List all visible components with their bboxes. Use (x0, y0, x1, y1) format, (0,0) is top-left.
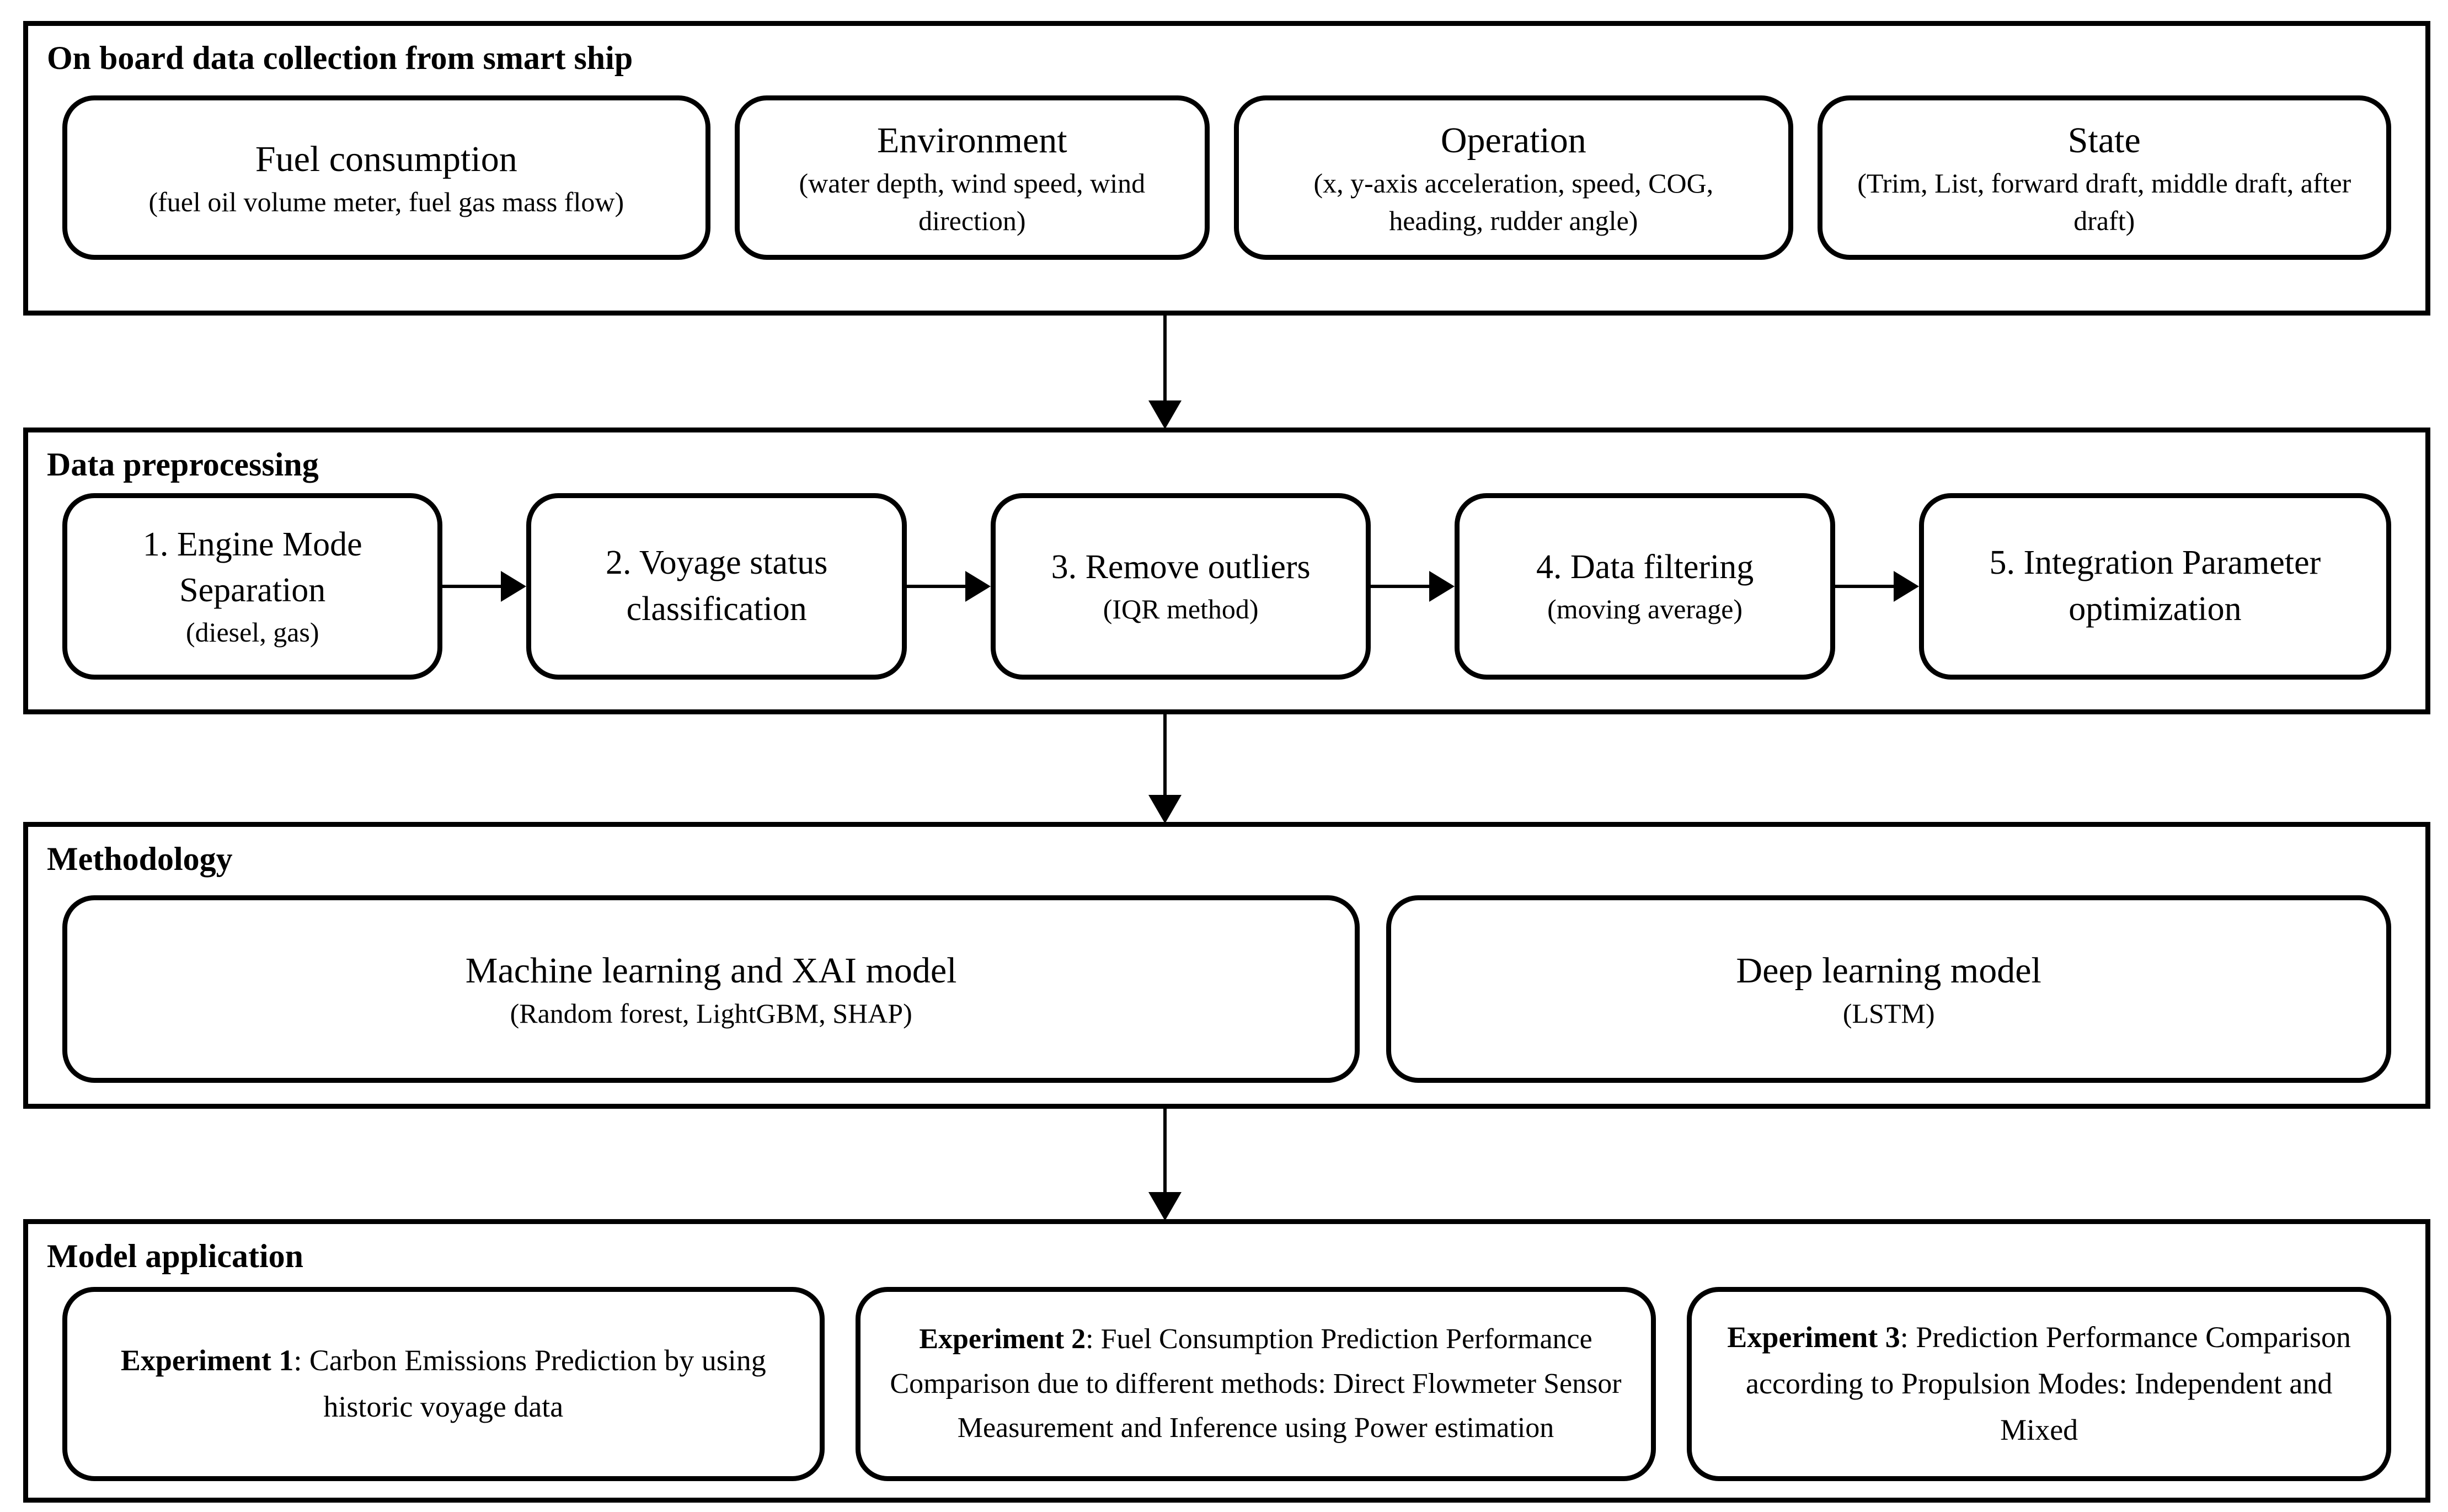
box-fuel-consumption: Fuel consumption (fuel oil volume meter,… (62, 95, 710, 260)
arrow-line (906, 585, 965, 588)
experiment-label: Experiment 2 (919, 1323, 1086, 1355)
section-title: On board data collection from smart ship (47, 40, 633, 76)
arrow-line (1835, 585, 1894, 588)
down-arrow-icon (1147, 314, 1183, 429)
box-title: 2. Voyage status classification (605, 544, 828, 628)
arrow-head (1148, 795, 1182, 824)
section-methodology: Methodology Machine learning and XAI mod… (23, 822, 2430, 1109)
box-title: 3. Remove outliers (1051, 548, 1311, 586)
box-experiment-2: Experiment 2: Fuel Consumption Predictio… (855, 1287, 1656, 1481)
box-engine-mode-separation: 1. Engine Mode Separation (diesel, gas) (62, 493, 443, 680)
experiment-text: Experiment 1: Carbon Emissions Predictio… (93, 1338, 794, 1430)
box-title: Fuel consumption (255, 138, 517, 179)
section-data-collection: On board data collection from smart ship… (23, 21, 2430, 316)
box-title: 5. Integration Parameter optimization (1989, 544, 2321, 628)
right-arrow-icon (1371, 493, 1455, 680)
box-subtitle: (IQR method) (1103, 594, 1259, 625)
methodology-boxes-row: Machine learning and XAI model (Random f… (62, 895, 2391, 1083)
section-model-application: Model application Experiment 1: Carbon E… (23, 1219, 2430, 1503)
box-title: Operation (1440, 120, 1586, 161)
box-remove-outliers: 3. Remove outliers (IQR method) (990, 493, 1371, 680)
arrow-head (1148, 1192, 1182, 1221)
right-arrow-icon (1835, 493, 1919, 680)
down-arrow-icon (1147, 713, 1183, 824)
box-data-filtering: 4. Data filtering (moving average) (1455, 493, 1835, 680)
box-title: 1. Engine Mode Separation (142, 525, 362, 610)
arrow-line (1163, 1108, 1167, 1192)
arrow-line (442, 585, 501, 588)
box-title: 4. Data filtering (1536, 548, 1754, 586)
box-experiment-1: Experiment 1: Carbon Emissions Predictio… (62, 1287, 825, 1481)
box-subtitle: (LSTM) (1842, 997, 1935, 1029)
section-title: Data preprocessing (47, 446, 319, 483)
box-integration-parameter-optimization: 5. Integration Parameter optimization (1918, 493, 2392, 680)
experiment-desc: : Prediction Performance Comparison acco… (1746, 1321, 2351, 1446)
box-subtitle: (Random forest, LightGBM, SHAP) (510, 997, 912, 1029)
experiment-text: Experiment 3: Prediction Performance Com… (1717, 1315, 2361, 1453)
experiment-desc: : Carbon Emissions Prediction by using h… (293, 1344, 766, 1423)
arrow-head (1429, 571, 1455, 602)
arrow-line (1371, 585, 1430, 588)
collection-boxes-row: Fuel consumption (fuel oil volume meter,… (62, 95, 2391, 260)
arrow-line (1163, 713, 1167, 795)
box-experiment-3: Experiment 3: Prediction Performance Com… (1687, 1287, 2392, 1481)
box-subtitle: (water depth, wind speed, wind direction… (799, 168, 1146, 236)
experiment-label: Experiment 1 (120, 1344, 294, 1377)
section-title: Methodology (47, 841, 233, 877)
arrow-head (965, 571, 991, 602)
application-boxes-row: Experiment 1: Carbon Emissions Predictio… (62, 1287, 2392, 1481)
arrow-head (1893, 571, 1919, 602)
box-title: Deep learning model (1736, 950, 2041, 991)
preprocess-boxes-row: 1. Engine Mode Separation (diesel, gas) … (62, 493, 2392, 680)
arrow-head (1148, 400, 1182, 429)
box-deep-learning-model: Deep learning model (LSTM) (1386, 895, 2391, 1083)
box-title: Machine learning and XAI model (465, 950, 957, 991)
box-voyage-status-classification: 2. Voyage status classification (526, 493, 907, 680)
box-subtitle: (fuel oil volume meter, fuel gas mass fl… (148, 186, 624, 217)
box-operation: Operation (x, y-axis acceleration, speed… (1234, 95, 1793, 260)
experiment-text: Experiment 2: Fuel Consumption Predictio… (886, 1317, 1626, 1451)
box-state: State (Trim, List, forward draft, middle… (1817, 95, 2391, 260)
experiment-desc: : Fuel Consumption Prediction Performanc… (890, 1323, 1622, 1444)
box-title: State (2067, 120, 2141, 161)
down-arrow-icon (1147, 1108, 1183, 1221)
box-title: Environment (877, 120, 1067, 161)
arrow-line (1163, 314, 1167, 400)
box-subtitle: (Trim, List, forward draft, middle draft… (1857, 168, 2351, 236)
box-subtitle: (moving average) (1547, 594, 1743, 625)
box-environment: Environment (water depth, wind speed, wi… (734, 95, 1210, 260)
section-data-preprocessing: Data preprocessing 1. Engine Mode Separa… (23, 428, 2430, 714)
arrow-head (501, 571, 527, 602)
right-arrow-icon (906, 493, 991, 680)
right-arrow-icon (442, 493, 527, 680)
box-subtitle: (diesel, gas) (185, 616, 319, 648)
section-title: Model application (47, 1238, 304, 1274)
box-machine-learning-xai: Machine learning and XAI model (Random f… (62, 895, 1360, 1083)
experiment-label: Experiment 3 (1727, 1321, 1900, 1354)
box-subtitle: (x, y-axis acceleration, speed, COG, hea… (1313, 168, 1714, 236)
